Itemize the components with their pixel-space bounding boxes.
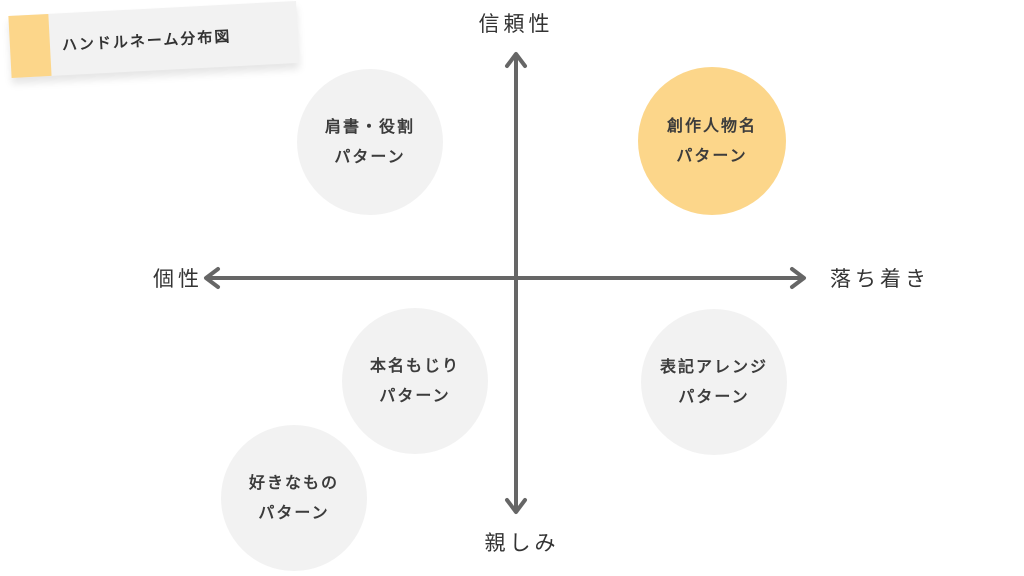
pattern-sublabel: パターン xyxy=(334,147,406,166)
pattern-circle-fictional-name: 創作人物名 パターン xyxy=(638,67,786,215)
arrow-right-icon xyxy=(790,267,806,289)
arrow-up-icon xyxy=(505,52,527,68)
pattern-sublabel: パターン xyxy=(379,386,451,405)
pattern-circle-favorite-things: 好きなもの パターン xyxy=(221,425,367,571)
axis-label-left: 個性 xyxy=(153,267,203,291)
pattern-sublabel: パターン xyxy=(258,503,330,522)
pattern-sublabel: パターン xyxy=(678,387,750,406)
pattern-circle-real-name: 本名もじり パターン xyxy=(342,308,488,454)
pattern-label: 表記アレンジ xyxy=(659,357,768,376)
pattern-label: 好きなもの xyxy=(248,473,339,492)
pattern-label: 創作人物名 xyxy=(666,116,757,135)
pattern-sublabel: パターン xyxy=(676,146,748,165)
pattern-circle-title-role: 肩書・役割 パターン xyxy=(297,69,443,215)
pattern-label: 本名もじり xyxy=(369,356,460,375)
arrow-left-icon xyxy=(204,267,220,289)
pattern-label: 肩書・役割 xyxy=(324,117,415,136)
pattern-circle-notation-arrange: 表記アレンジ パターン xyxy=(641,309,787,455)
axis-label-top: 信頼性 xyxy=(478,12,554,36)
arrow-down-icon xyxy=(505,498,527,514)
axis-label-right: 落ち着き xyxy=(830,267,930,291)
axis-label-bottom: 親しみ xyxy=(484,531,560,555)
